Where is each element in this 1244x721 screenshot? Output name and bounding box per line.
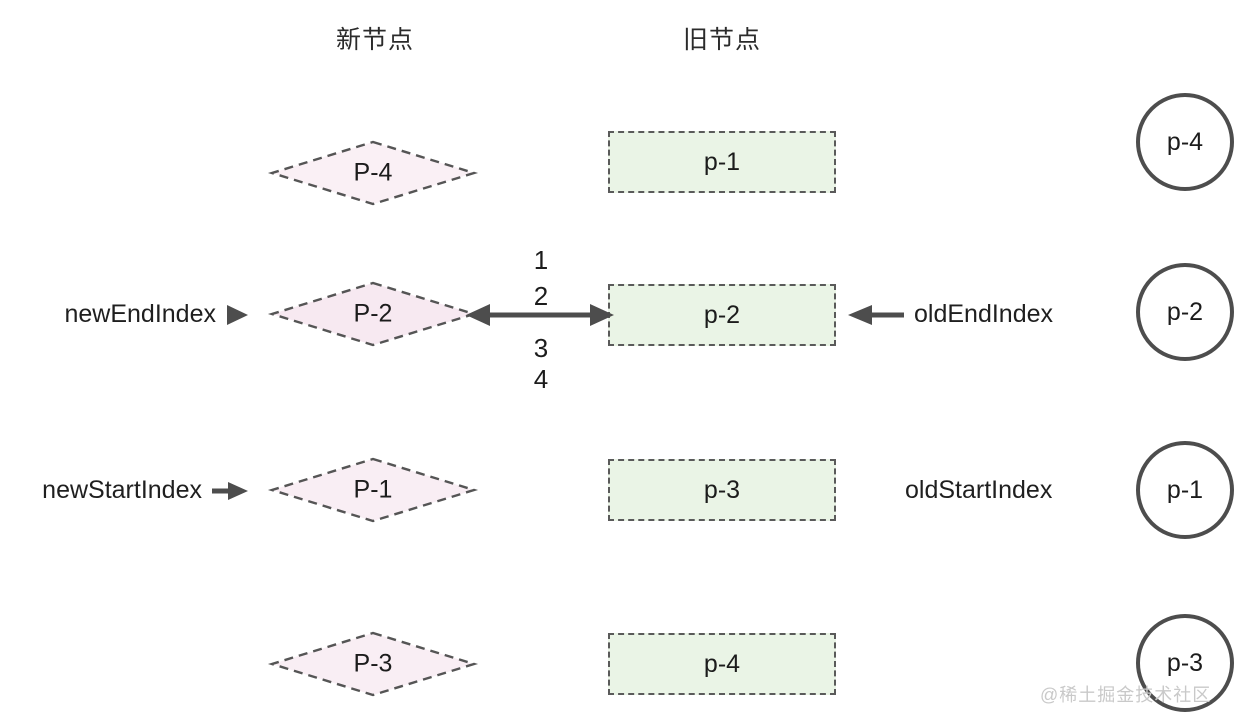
column-header-new-nodes: 新节点 <box>335 26 414 54</box>
step-number-1: 1 <box>533 245 549 275</box>
old-node-box-2: p-3 <box>608 459 836 521</box>
arrow-left-icon <box>848 302 906 328</box>
result-circle-1: p-2 <box>1136 263 1234 361</box>
result-circle-label-3: p-3 <box>1166 648 1204 677</box>
result-circle-label-1: p-2 <box>1166 297 1204 326</box>
result-circle-2: p-1 <box>1136 441 1234 539</box>
new-node-diamond-3: P-3 <box>267 631 479 697</box>
step-number-3: 3 <box>533 333 549 363</box>
column-header-old-nodes: 旧节点 <box>682 26 761 54</box>
result-circle-0: p-4 <box>1136 93 1234 191</box>
result-circle-label-2: p-1 <box>1166 475 1204 504</box>
pointer-new-end-index-label: newEndIndex <box>64 300 216 328</box>
arrow-right-icon <box>210 478 250 504</box>
new-node-diamond-2: P-1 <box>267 457 479 523</box>
result-circle-label-0: p-4 <box>1166 127 1204 156</box>
pointer-new-start-index: newStartIndex <box>0 476 250 505</box>
step-number-4: 4 <box>533 364 549 394</box>
watermark: @稀土掘金技术社区 <box>1040 685 1212 705</box>
old-node-label-0: p-1 <box>703 147 741 176</box>
pointer-old-end-index-label: oldEndIndex <box>914 300 1054 328</box>
old-node-label-3: p-4 <box>703 649 741 678</box>
result-circle-3: p-3 <box>1136 614 1234 712</box>
pointer-old-start-index-label: oldStartIndex <box>905 476 1053 504</box>
old-node-box-0: p-1 <box>608 131 836 193</box>
bidirectional-connector-arrow <box>466 300 614 330</box>
pointer-old-end-index: oldEndIndex <box>848 300 1053 329</box>
new-node-diamond-0: P-4 <box>267 140 479 206</box>
old-node-box-3: p-4 <box>608 633 836 695</box>
old-node-label-1: p-2 <box>703 300 741 329</box>
pointer-old-start-index: oldStartIndex <box>905 476 1052 505</box>
new-node-diamond-1: P-2 <box>267 281 479 347</box>
old-node-label-2: p-3 <box>703 475 741 504</box>
step-number-2: 2 <box>533 281 549 311</box>
triangle-right-icon <box>224 302 250 328</box>
pointer-new-end-index: newEndIndex <box>10 300 250 329</box>
pointer-new-start-index-label: newStartIndex <box>42 476 202 504</box>
old-node-box-1: p-2 <box>608 284 836 346</box>
